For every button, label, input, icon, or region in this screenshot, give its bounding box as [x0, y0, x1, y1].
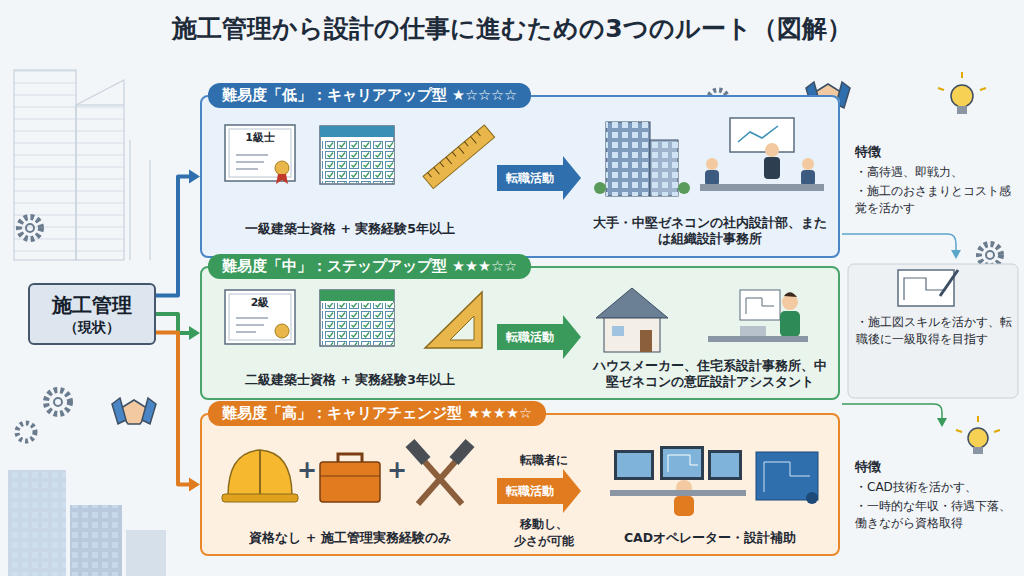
route-item: CADオペレーター・設計補助 — [585, 432, 835, 550]
flow-line — [842, 404, 942, 420]
blueprint-icon — [898, 270, 958, 306]
meeting-icon — [700, 118, 824, 191]
calendar-icon — [320, 290, 394, 346]
requirement-text: CADオペレーター・設計補助 — [624, 530, 796, 546]
arrow-label: 転職活動 — [497, 170, 563, 186]
connector-line — [156, 177, 190, 296]
plus-sign: + — [387, 458, 407, 482]
hammer-icon — [406, 439, 475, 504]
band-heading: 難易度「低」：キャリアアップ型 ★☆☆☆☆ — [208, 83, 531, 108]
arrow-label: 転職活動 — [497, 483, 563, 499]
requirement-text: 一級建築士資格 + 実務経験5年以上 — [245, 221, 455, 237]
designer-at-desk-icon — [708, 290, 808, 342]
feature-text: ・高待遇、即戦力、 — [855, 164, 1020, 181]
arrowhead — [189, 170, 200, 184]
feature-heading: 特徴 — [855, 143, 935, 162]
route-item: 二級建築士資格 + 実務経験3年以上 — [205, 282, 495, 392]
route-item: 資格なし + 施工管理実務経験のみ — [205, 432, 495, 550]
calendar-icon — [320, 126, 394, 184]
arrowhead — [189, 478, 200, 492]
feature-text: ・施工図スキルを活かす、転職後に一級取得を目指す — [856, 314, 1014, 349]
route-item: 大手・中堅ゼネコンの社内設計部、または組織設計事務所 — [585, 115, 835, 251]
band-fill — [200, 413, 840, 556]
connector-line — [156, 314, 190, 333]
connector-line — [156, 333, 190, 485]
flow-line — [842, 234, 956, 252]
connector — [497, 156, 581, 200]
skyline — [14, 70, 150, 260]
connector — [497, 315, 581, 359]
requirement-text: 二級建築士資格 + 実務経験3年以上 — [245, 372, 455, 388]
route-item: ハウスメーカー、住宅系設計事務所、中堅ゼネコンの意匠設計アシスタント — [585, 282, 835, 394]
feature-panel — [848, 264, 1018, 398]
current-state-box: 施工管理（現状） — [28, 283, 156, 345]
house-icon — [596, 288, 668, 352]
toolbox-icon — [320, 454, 380, 502]
blueprint-roll-icon — [756, 452, 818, 504]
cad-workstation-icon — [610, 446, 746, 516]
certificate-text: 2級 — [228, 295, 292, 311]
band-fill — [200, 266, 840, 400]
process-arrow — [497, 469, 581, 513]
requirement-text: 大手・中堅ゼネコンの社内設計部、または組織設計事務所 — [591, 215, 829, 248]
helmet-icon — [222, 450, 298, 502]
plus-sign: + — [297, 458, 317, 482]
band-heading: 難易度「中」：ステップアップ型 ★★★☆☆ — [208, 254, 531, 279]
buildings — [8, 470, 166, 576]
box-title: 施工管理 — [52, 292, 132, 319]
feature-text: ・施工のおさまりとコスト感覚を活かす — [855, 183, 1020, 218]
connector — [497, 469, 581, 513]
ruler-icon — [423, 125, 495, 189]
arrow-note: 移動し、 — [498, 516, 590, 533]
band-fill — [200, 95, 840, 258]
feature-heading: 特徴 — [855, 458, 935, 477]
title: 施工管理から設計の仕事に進むための3つのルート（図解） — [0, 12, 1024, 45]
requirement-text: 資格なし + 施工管理実務経験のみ — [249, 530, 450, 546]
certificate-text: 1級士 — [228, 130, 292, 146]
arrow-note: 転職者に — [498, 452, 590, 469]
band-heading: 難易度「高」：キャリアチェンジ型 ★★★★☆ — [208, 401, 546, 426]
arrow-note: 少さが可能 — [498, 533, 590, 550]
certificate-icon — [225, 290, 295, 344]
box-subtitle: （現状） — [64, 319, 120, 337]
connector — [156, 170, 200, 296]
certificate-icon — [225, 125, 295, 184]
handshake — [112, 82, 850, 424]
feature-text: ・一時的な年収・待遇下落、働きながら資格取得 — [855, 498, 1020, 533]
process-arrow — [497, 315, 581, 359]
arrowhead — [189, 326, 200, 340]
flow-head — [937, 418, 947, 427]
feature-text: ・CAD技術を活かす、 — [855, 479, 1020, 496]
flow-head — [951, 250, 961, 259]
connector — [156, 333, 200, 492]
office-building-icon — [594, 122, 690, 196]
arrow-label: 転職活動 — [497, 329, 563, 345]
triangle-ruler-icon — [425, 292, 482, 348]
process-arrow — [497, 156, 581, 200]
requirement-text: ハウスメーカー、住宅系設計事務所、中堅ゼネコンの意匠設計アシスタント — [591, 358, 829, 391]
